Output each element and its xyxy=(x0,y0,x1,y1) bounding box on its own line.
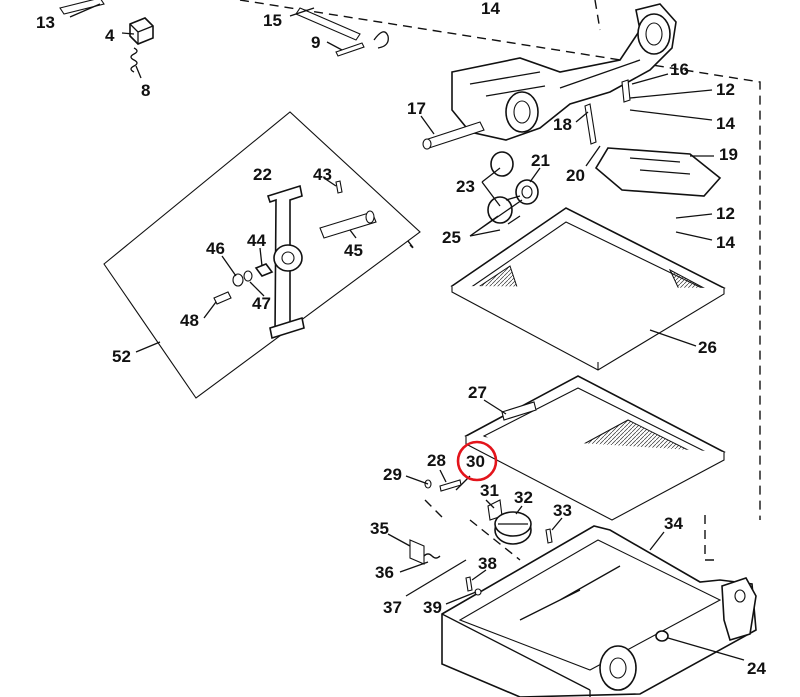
part-45-shaft xyxy=(319,210,377,239)
part-33-screw xyxy=(545,528,553,544)
callout-14-lower: 14 xyxy=(716,233,735,252)
callout-8: 8 xyxy=(141,81,150,100)
callout-19: 19 xyxy=(719,145,738,164)
callout-37: 37 xyxy=(383,598,402,617)
callout-34: 34 xyxy=(664,514,683,533)
callout-23: 23 xyxy=(456,177,475,196)
part-9-pin xyxy=(335,31,389,57)
callout-27: 27 xyxy=(468,383,487,402)
callout-52: 52 xyxy=(112,347,131,366)
callout-47: 47 xyxy=(252,294,271,313)
part-19-plate xyxy=(594,147,722,197)
part-13-stud xyxy=(59,0,105,15)
callout-35: 35 xyxy=(370,519,389,538)
part-27-panel xyxy=(464,375,726,521)
part-36-spring xyxy=(423,553,441,559)
callout-30: 30 xyxy=(466,452,485,471)
part-16-screw xyxy=(621,79,631,103)
callout-29: 29 xyxy=(383,465,402,484)
part-44-nut xyxy=(254,263,274,277)
callout-46: 46 xyxy=(206,239,225,258)
callout-48: 48 xyxy=(180,311,199,330)
callout-16: 16 xyxy=(670,60,689,79)
callout-44: 44 xyxy=(247,231,266,250)
leader-lines xyxy=(69,3,745,661)
callout-20: 20 xyxy=(566,166,585,185)
part-52-panel xyxy=(103,111,421,399)
callout-15: 15 xyxy=(263,11,282,30)
callout-31: 31 xyxy=(480,481,499,500)
part-38-screw xyxy=(465,576,473,592)
callout-36: 36 xyxy=(375,563,394,582)
part-4-knob xyxy=(129,17,154,45)
highlight-ring-30 xyxy=(456,440,498,482)
callout-22: 22 xyxy=(253,165,272,184)
part-34-base-housing xyxy=(441,525,757,697)
callout-9: 9 xyxy=(311,33,320,52)
callout-24: 24 xyxy=(747,659,766,678)
callout-labels: 13 4 8 15 14 9 16 12 14 17 18 19 20 21 2… xyxy=(36,0,766,678)
callout-12-upper: 12 xyxy=(716,80,735,99)
part-17-shaft xyxy=(422,121,485,150)
callout-33: 33 xyxy=(553,501,572,520)
part-22-handle xyxy=(266,184,305,340)
part-46-washer xyxy=(232,273,244,287)
callout-38: 38 xyxy=(478,554,497,573)
callout-28: 28 xyxy=(427,451,446,470)
callout-26: 26 xyxy=(698,338,717,357)
callout-25: 25 xyxy=(442,228,461,247)
part-18-bolt xyxy=(584,103,597,145)
part-32-gauge xyxy=(494,511,532,545)
callout-14-upper: 14 xyxy=(716,114,735,133)
part-43-pin xyxy=(335,180,343,194)
callout-39: 39 xyxy=(423,598,442,617)
callout-45: 45 xyxy=(344,241,363,260)
callout-17: 17 xyxy=(407,99,426,118)
part-28-screw xyxy=(439,479,462,492)
part-47-washer xyxy=(243,270,253,282)
callout-43: 43 xyxy=(313,165,332,184)
callout-12-lower: 12 xyxy=(716,204,735,223)
part-35-bracket xyxy=(409,539,425,565)
part-24-bolt xyxy=(655,630,669,642)
callout-18: 18 xyxy=(553,115,572,134)
callout-21: 21 xyxy=(531,151,550,170)
part-8-spring xyxy=(130,47,138,73)
part-26-tray xyxy=(450,207,726,371)
callout-13: 13 xyxy=(36,13,55,32)
callout-14-top: 14 xyxy=(481,0,500,18)
part-14-yoke-casting xyxy=(451,3,677,141)
part-15-pin xyxy=(295,7,361,41)
callout-4: 4 xyxy=(105,26,115,45)
callout-32: 32 xyxy=(514,488,533,507)
part-21-bearing xyxy=(515,179,539,205)
